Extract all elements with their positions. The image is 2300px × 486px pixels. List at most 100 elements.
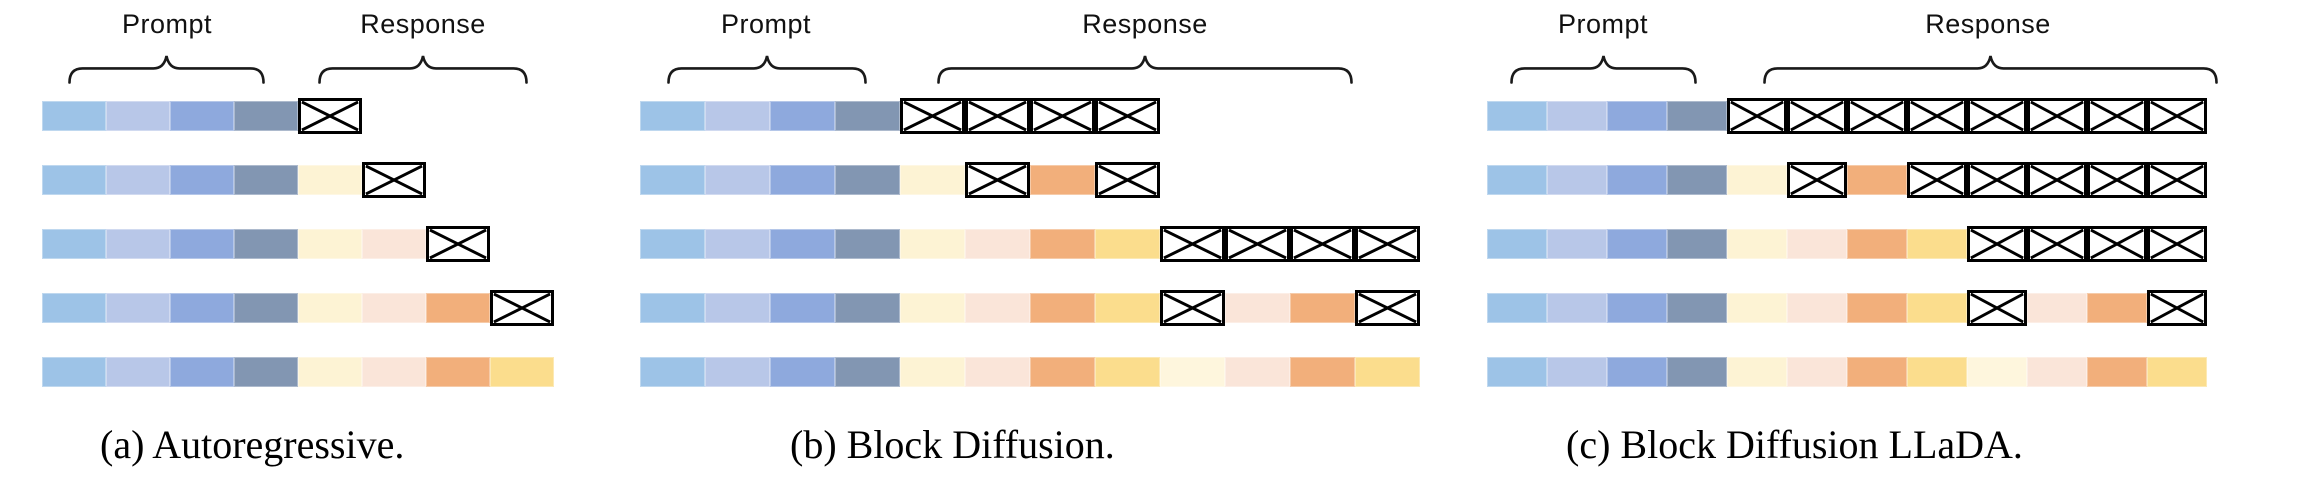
prompt-label: Prompt <box>720 9 812 39</box>
token-cell-p4 <box>234 101 298 131</box>
token-cell-p2 <box>1547 357 1607 387</box>
crossed-box-icon <box>2150 165 2204 195</box>
token-cell-r6 <box>1225 357 1290 387</box>
token-row <box>42 290 554 326</box>
token-cell-r3 <box>1847 293 1907 323</box>
masked-token-cell <box>1967 290 2027 326</box>
token-cell-p3 <box>1607 165 1667 195</box>
token-cell-r1 <box>298 357 362 387</box>
token-grid <box>640 98 1420 421</box>
token-row <box>42 98 554 134</box>
masked-token-cell <box>1787 98 1847 134</box>
masked-token-cell <box>2087 98 2147 134</box>
response-brace <box>318 55 528 84</box>
token-row <box>42 162 554 198</box>
token-cell-p4 <box>1667 293 1727 323</box>
prompt-label: Prompt <box>1557 9 1649 39</box>
token-cell-r1 <box>1727 229 1787 259</box>
token-cell-p4 <box>835 357 900 387</box>
token-cell-p1 <box>42 229 106 259</box>
token-cell-r4 <box>1095 293 1160 323</box>
caption-block-diffusion-llada: (c) Block Diffusion LLaDA. <box>1566 422 2023 467</box>
masked-token-cell <box>1030 98 1095 134</box>
token-cell-r5 <box>1160 357 1225 387</box>
crossed-box-icon <box>2030 165 2084 195</box>
token-cell-r6 <box>2027 357 2087 387</box>
crossed-box-icon <box>429 229 487 259</box>
token-cell-p3 <box>1607 357 1667 387</box>
crossed-box-icon <box>1293 229 1352 259</box>
crossed-box-icon <box>1970 229 2024 259</box>
token-cell-r1 <box>1727 293 1787 323</box>
token-cell-r3 <box>1030 357 1095 387</box>
masked-token-cell <box>1727 98 1787 134</box>
crossed-box-icon <box>493 293 551 323</box>
token-cell-r1 <box>298 165 362 195</box>
token-grid <box>42 98 554 421</box>
token-row <box>640 357 1420 387</box>
token-row <box>640 290 1420 326</box>
crossed-box-icon <box>968 165 1027 195</box>
token-grid <box>1487 98 2207 421</box>
masked-token-cell <box>1847 98 1907 134</box>
masked-token-cell <box>2147 290 2207 326</box>
masked-token-cell <box>900 98 965 134</box>
masked-token-cell <box>2147 98 2207 134</box>
token-cell-p2 <box>106 165 170 195</box>
token-cell-p3 <box>770 357 835 387</box>
token-cell-p3 <box>770 293 835 323</box>
token-cell-r1 <box>900 357 965 387</box>
token-cell-p3 <box>1607 229 1667 259</box>
token-cell-r1 <box>900 165 965 195</box>
token-cell-p1 <box>1487 165 1547 195</box>
token-cell-p3 <box>770 101 835 131</box>
crossed-box-icon <box>1358 229 1417 259</box>
masked-token-cell <box>362 162 426 198</box>
masked-token-cell <box>2027 226 2087 262</box>
token-cell-p3 <box>770 165 835 195</box>
token-cell-r2 <box>362 293 426 323</box>
crossed-box-icon <box>968 101 1027 131</box>
masked-token-cell <box>490 290 554 326</box>
crossed-box-icon <box>2030 101 2084 131</box>
token-row <box>640 162 1420 198</box>
token-cell-p1 <box>1487 357 1547 387</box>
masked-token-cell <box>1290 226 1355 262</box>
token-cell-p4 <box>1667 357 1727 387</box>
token-cell-r4 <box>1095 357 1160 387</box>
token-cell-r4 <box>1907 357 1967 387</box>
masked-token-cell <box>965 98 1030 134</box>
token-cell-r2 <box>1787 357 1847 387</box>
token-cell-r7 <box>1290 357 1355 387</box>
token-cell-p3 <box>170 165 234 195</box>
masked-token-cell <box>2147 226 2207 262</box>
token-cell-r1 <box>900 229 965 259</box>
crossed-box-icon <box>1163 229 1222 259</box>
token-cell-p4 <box>835 229 900 259</box>
token-cell-r3 <box>1847 357 1907 387</box>
token-row <box>1487 98 2207 134</box>
token-cell-r2 <box>362 229 426 259</box>
response-label: Response <box>360 9 486 39</box>
token-cell-p1 <box>640 357 705 387</box>
masked-token-cell <box>1355 226 1420 262</box>
crossed-box-icon <box>1970 293 2024 323</box>
token-cell-p2 <box>1547 165 1607 195</box>
token-cell-r3 <box>1030 229 1095 259</box>
prompt-brace <box>68 55 265 84</box>
token-cell-r3 <box>1030 165 1095 195</box>
masked-token-cell <box>1907 98 1967 134</box>
masked-token-cell <box>1160 226 1225 262</box>
crossed-box-icon <box>1850 101 1904 131</box>
token-cell-p2 <box>705 165 770 195</box>
token-cell-r8 <box>2147 357 2207 387</box>
crossed-box-icon <box>1163 293 1222 323</box>
token-cell-p4 <box>835 101 900 131</box>
crossed-box-icon <box>1098 101 1157 131</box>
caption-autoregressive: (a) Autoregressive. <box>100 422 405 467</box>
token-row <box>42 226 554 262</box>
crossed-box-icon <box>1098 165 1157 195</box>
masked-token-cell <box>1967 162 2027 198</box>
masked-token-cell <box>1095 98 1160 134</box>
token-cell-p4 <box>1667 165 1727 195</box>
